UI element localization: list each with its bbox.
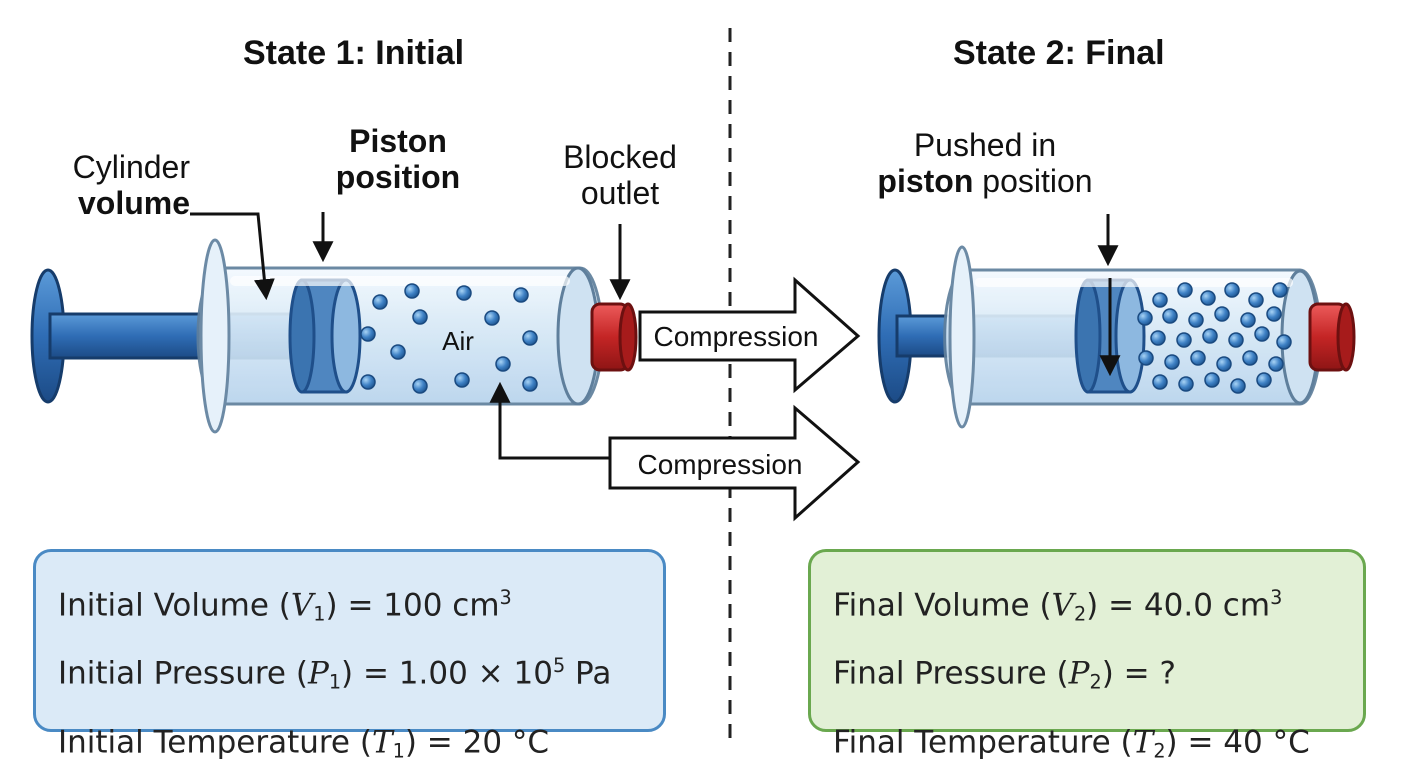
air-particle [372,294,388,310]
piston-position-label: Piston position [318,123,478,196]
air-particle [1176,332,1192,348]
pushed-label-line1: Pushed in [913,127,1057,163]
air-particle [360,374,376,390]
air-particle [1178,376,1194,392]
initial-volume-row: Initial Volume (V1) = 100 cm3 [58,586,512,626]
pushed-label-rest: position [973,162,1093,199]
air-particle [360,326,376,342]
air-particle [1190,350,1206,366]
pushed-label-line2: piston position [850,162,1120,200]
air-particle [412,309,428,325]
final-volume-row: Final Volume (V2) = 40.0 cm3 [833,586,1283,626]
air-particle [1164,354,1180,370]
piston-label-line2: position [335,158,461,195]
pushed-piston-label: Pushed in piston position [850,127,1120,200]
air-particle [1266,306,1282,322]
air-particle [1214,306,1230,322]
pushed-label-bold: piston [877,162,974,199]
air-particle [404,283,420,299]
air-particle [1138,350,1154,366]
air-particle [1216,356,1232,372]
air-particle [484,310,500,326]
air-particle [1272,282,1288,298]
air-particle [1137,310,1153,326]
air-particle [1248,292,1264,308]
cylinder-label-line1: Cylinder [72,149,190,185]
blocked-label-line2: outlet [580,174,660,211]
air-particle [1150,330,1166,346]
air-particle [1188,312,1204,328]
blocked-label-line1: Blocked [563,139,677,175]
air-particles-final [1137,282,1292,394]
piston-label-line1: Piston [349,123,447,159]
compression-label-top: Compression [654,321,819,352]
barrel [196,266,604,406]
cylinder-volume-pointer [190,212,275,301]
air-particle [1204,372,1220,388]
cylinder-volume-label: Cylinder volume [40,149,190,222]
initial-pressure-row: Initial Pressure (P1) = 1.00 × 105 Pa [58,654,612,694]
air-particle [1202,328,1218,344]
air-particle [456,285,472,301]
air-particle [1276,334,1292,350]
air-particle [1177,282,1193,298]
air-particle [1228,332,1244,348]
barrel-flange [948,245,976,429]
compression-arrow-top [638,276,861,394]
compression-label-bottom: Compression [638,449,803,480]
state-1-title: State 1: Initial [243,34,465,72]
air-particle [1268,356,1284,372]
blocked-outlet-label: Blocked outlet [540,139,700,212]
air-particle [454,372,470,388]
air-particle [513,287,529,303]
air-particle [1152,292,1168,308]
air-particle [1256,372,1272,388]
syringe-final [877,245,1356,429]
final-temperature-row: Final Temperature (T2) = 40 °C [833,724,1310,762]
initial-temperature-row: Initial Temperature (T1) = 20 °C [58,724,550,762]
air-particle [1162,308,1178,324]
compression-arrow-bottom [608,404,861,522]
barrel-flange [199,238,231,434]
air-particle [1240,312,1256,328]
initial-state-box: Initial Volume (V1) = 100 cm3 Initial Pr… [33,549,666,762]
air-particles-initial [360,283,538,394]
state-2-title: State 2: Final [953,34,1165,72]
air-label: Air [442,326,474,356]
final-state-box: Final Volume (V2) = 40.0 cm3 Final Press… [808,549,1366,762]
final-pressure-row: Final Pressure (P2) = ? [833,655,1176,694]
air-particle [522,376,538,392]
air-particle [1224,282,1240,298]
air-particle [1230,378,1246,394]
air-particle [412,378,428,394]
air-particle [1152,374,1168,390]
air-particle [1254,326,1270,342]
air-pointer [489,381,610,460]
air-particle [390,344,406,360]
air-particle [1200,290,1216,306]
air-particle [495,356,511,372]
syringe-initial [30,238,638,434]
air-particle [1242,350,1258,366]
air-particle [522,330,538,346]
cylinder-label-line2: volume [77,184,190,221]
